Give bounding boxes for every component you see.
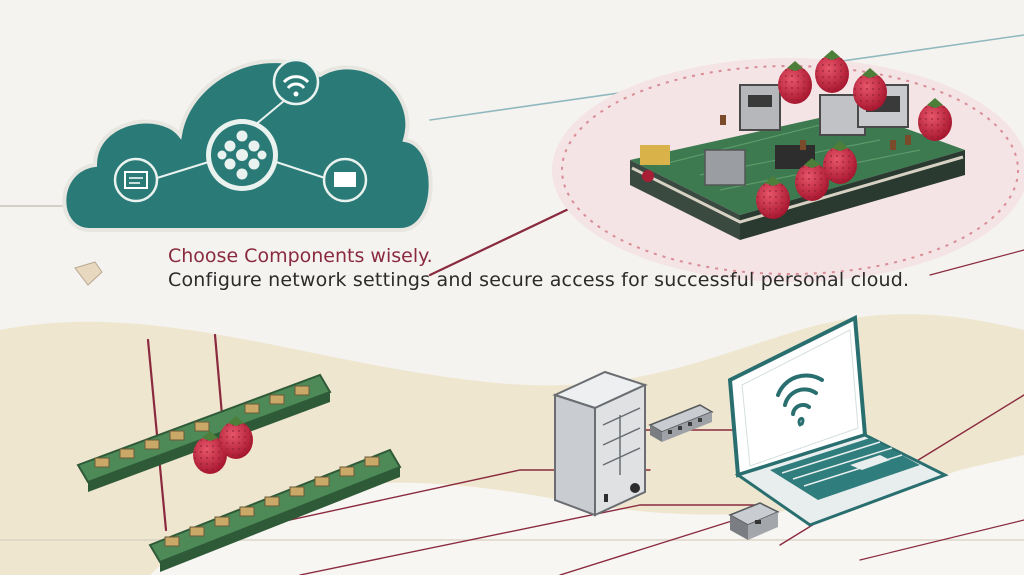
network-switch: [648, 404, 714, 442]
caption-title: Choose Components wisely.: [168, 245, 433, 267]
caption: Choose Components wisely. Configure netw…: [168, 244, 909, 292]
caption-body: Configure network settings and secure ac…: [168, 269, 910, 291]
server-tower: [552, 370, 648, 517]
storage-icon: [113, 157, 159, 203]
laptop: [727, 314, 949, 527]
memory-module: [148, 448, 402, 572]
decorative-sketch: [74, 261, 103, 286]
wifi-icon: [776, 373, 824, 427]
card-icon: [322, 157, 368, 203]
router-device: [728, 502, 780, 540]
memory-modules: [76, 373, 402, 572]
raspberry-pi-board: [552, 50, 1024, 282]
wifi-icon: [272, 58, 320, 106]
raspberry-chip-icon: [206, 119, 278, 191]
cloud-icon: [62, 58, 433, 232]
